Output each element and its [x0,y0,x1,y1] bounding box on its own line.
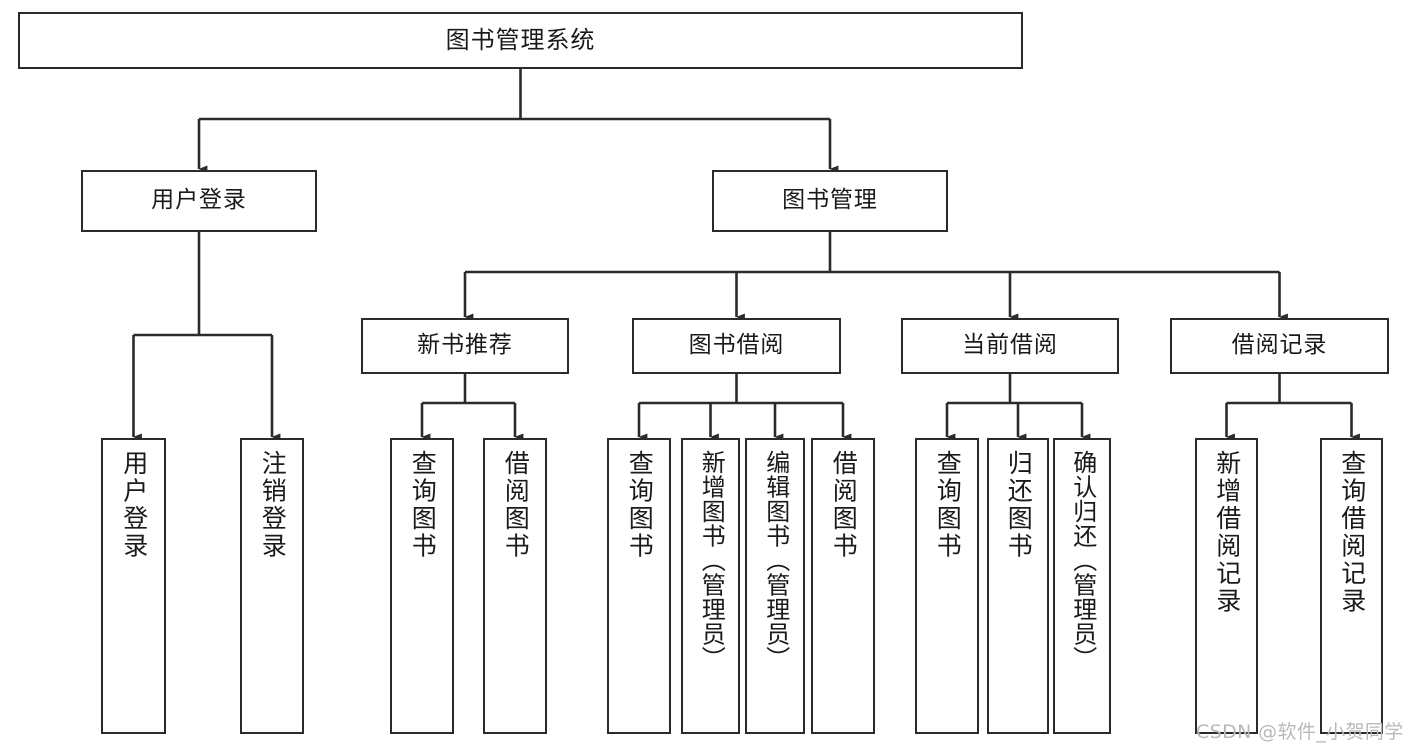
node-root-book-management-system[interactable]: 图书管理系统 [18,12,1023,69]
node-label: 编辑图书（管理员） [761,450,790,671]
node-book-management[interactable]: 图书管理 [712,170,948,232]
node-label: 新书推荐 [417,332,513,359]
node-label: 借阅图书 [829,450,859,560]
node-label: 图书管理 [782,187,878,214]
node-leaf-query-book-3[interactable]: 查询图书 [915,438,979,734]
csdn-watermark: CSDN @软件_小贺同学 [1196,721,1404,743]
node-borrow-records[interactable]: 借阅记录 [1170,318,1389,374]
node-book-borrowing[interactable]: 图书借阅 [632,318,841,374]
node-leaf-add-borrow-record[interactable]: 新增借阅记录 [1195,438,1258,734]
node-label: 图书管理系统 [445,26,596,55]
node-label: 当前借阅 [962,332,1058,359]
node-leaf-add-book-admin[interactable]: 新增图书（管理员） [681,438,740,734]
node-label: 查询借阅记录 [1337,450,1367,615]
node-label: 新增借阅记录 [1212,450,1242,615]
node-leaf-edit-book-admin[interactable]: 编辑图书（管理员） [745,438,805,734]
node-leaf-user-login[interactable]: 用户登录 [101,438,166,734]
node-new-book-recommendation[interactable]: 新书推荐 [361,318,569,374]
node-leaf-confirm-return-admin[interactable]: 确认归还（管理员） [1053,438,1111,734]
node-leaf-borrow-book-2[interactable]: 借阅图书 [811,438,875,734]
node-label: 用户登录 [151,187,247,214]
node-leaf-user-logout[interactable]: 注销登录 [240,438,304,734]
node-user-login[interactable]: 用户登录 [81,170,317,232]
node-label: 图书借阅 [688,332,785,359]
node-label: 归还图书 [1004,450,1034,560]
node-leaf-query-borrow-record[interactable]: 查询借阅记录 [1320,438,1383,734]
node-label: 新增图书（管理员） [697,450,726,671]
node-label: 借阅记录 [1231,332,1328,359]
node-label: 借阅图书 [501,450,531,560]
node-leaf-query-book-1[interactable]: 查询图书 [390,438,454,734]
node-leaf-query-book-2[interactable]: 查询图书 [607,438,671,734]
node-label: 查询图书 [933,450,963,560]
node-leaf-return-book[interactable]: 归还图书 [987,438,1049,734]
node-current-borrowing[interactable]: 当前借阅 [901,318,1119,374]
node-label: 注销登录 [258,450,288,560]
node-label: 用户登录 [119,450,149,560]
node-label: 查询图书 [625,450,655,560]
node-label: 查询图书 [408,450,438,560]
node-label: 确认归还（管理员） [1068,450,1097,671]
node-leaf-borrow-book-1[interactable]: 借阅图书 [483,438,547,734]
